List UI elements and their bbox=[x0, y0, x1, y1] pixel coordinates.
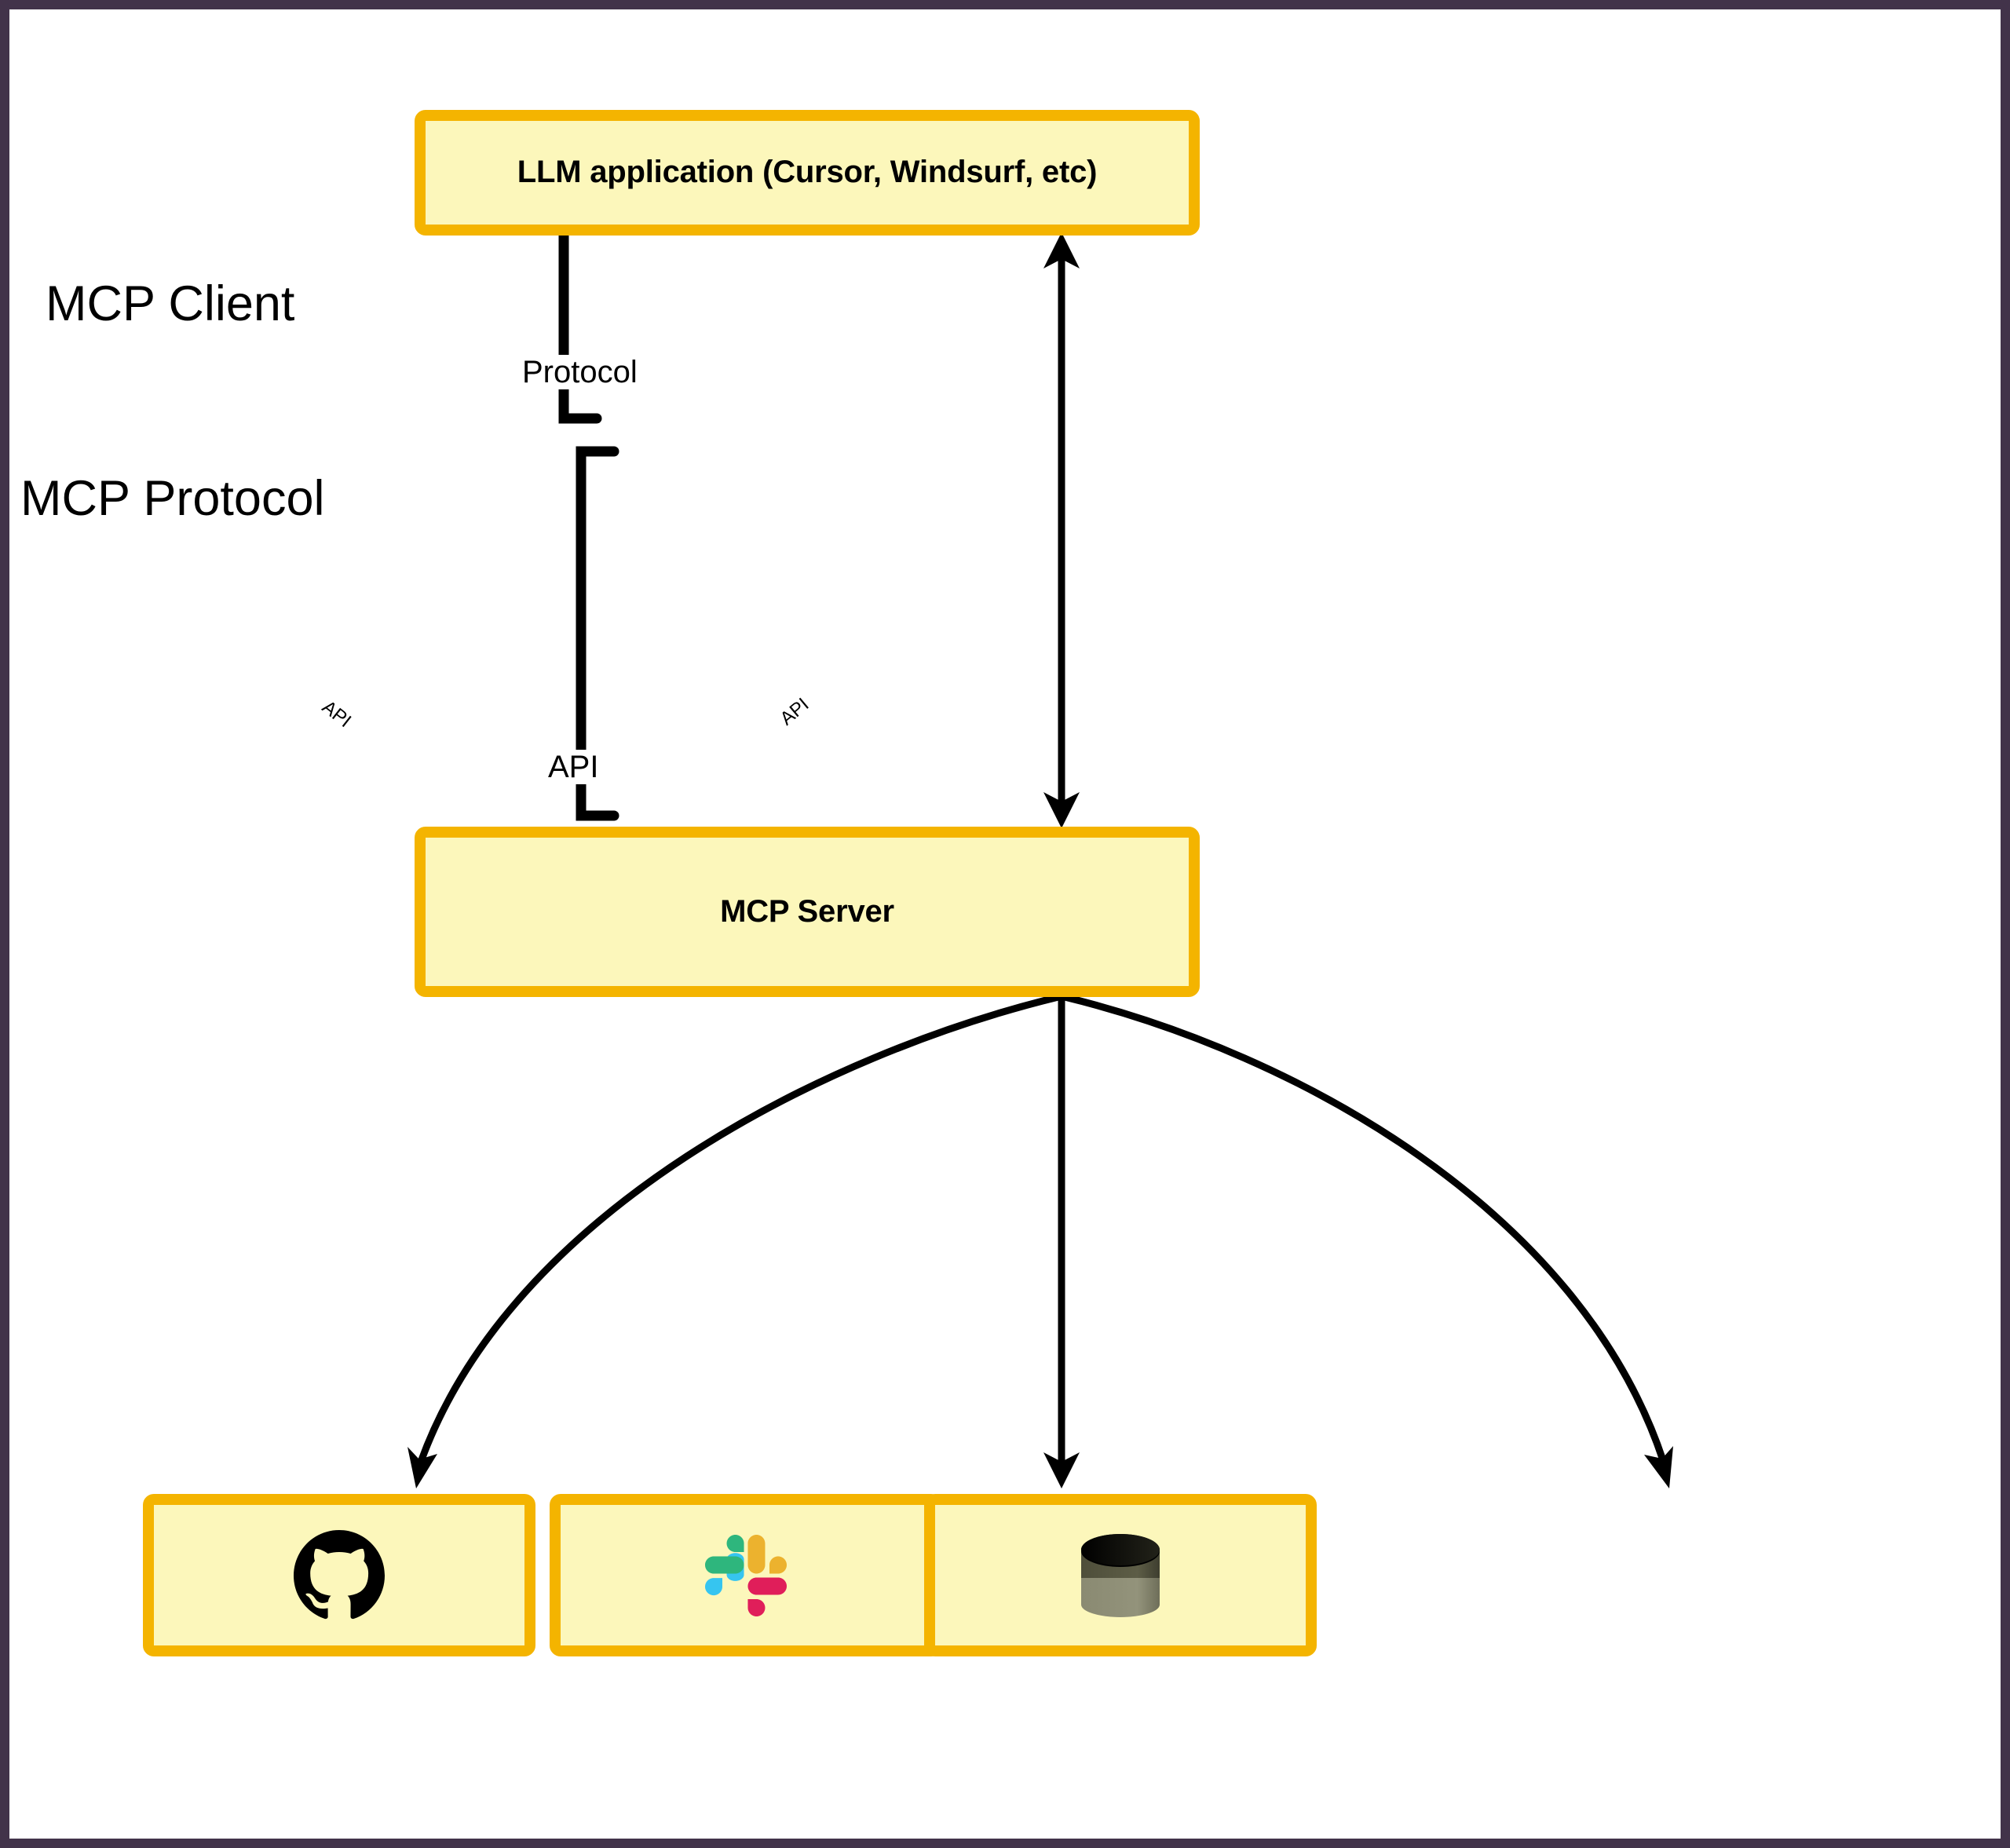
node-llm-application-label: LLM application (Cursor, Windsurf, etc) bbox=[517, 155, 1098, 190]
diagram-canvas: MCP Client MCP Protocol LLM application … bbox=[9, 9, 2001, 1839]
node-llm-application[interactable]: LLM application (Cursor, Windsurf, etc) bbox=[415, 110, 1200, 236]
api-left-arrowhead bbox=[407, 1447, 437, 1488]
group-label-mcp-client: MCP Client bbox=[46, 276, 295, 331]
node-mcp-server[interactable]: MCP Server bbox=[415, 827, 1200, 997]
node-database[interactable] bbox=[924, 1494, 1317, 1656]
database-cylinder-icon bbox=[1081, 1533, 1160, 1617]
api-right-connector-curve bbox=[1061, 993, 1667, 1464]
github-icon bbox=[294, 1529, 385, 1619]
api-left-connector-curve bbox=[417, 993, 1062, 1466]
node-mcp-server-label: MCP Server bbox=[720, 893, 894, 929]
edge-label-protocol: Protocol bbox=[516, 355, 644, 389]
group-label-mcp-protocol: MCP Protocol bbox=[20, 471, 325, 526]
slack-icon bbox=[705, 1534, 787, 1616]
api-right-arrowhead bbox=[1644, 1446, 1673, 1488]
node-slack[interactable] bbox=[550, 1494, 942, 1656]
node-github[interactable] bbox=[143, 1494, 535, 1656]
protocol-arrowhead-down bbox=[1043, 792, 1080, 828]
edge-label-api-right: API bbox=[774, 692, 816, 732]
api-center-arrowhead bbox=[1043, 1452, 1080, 1488]
edge-label-api-center: API bbox=[542, 750, 605, 784]
edge-label-api-left: API bbox=[315, 695, 357, 734]
protocol-arrowhead-up bbox=[1043, 232, 1080, 268]
